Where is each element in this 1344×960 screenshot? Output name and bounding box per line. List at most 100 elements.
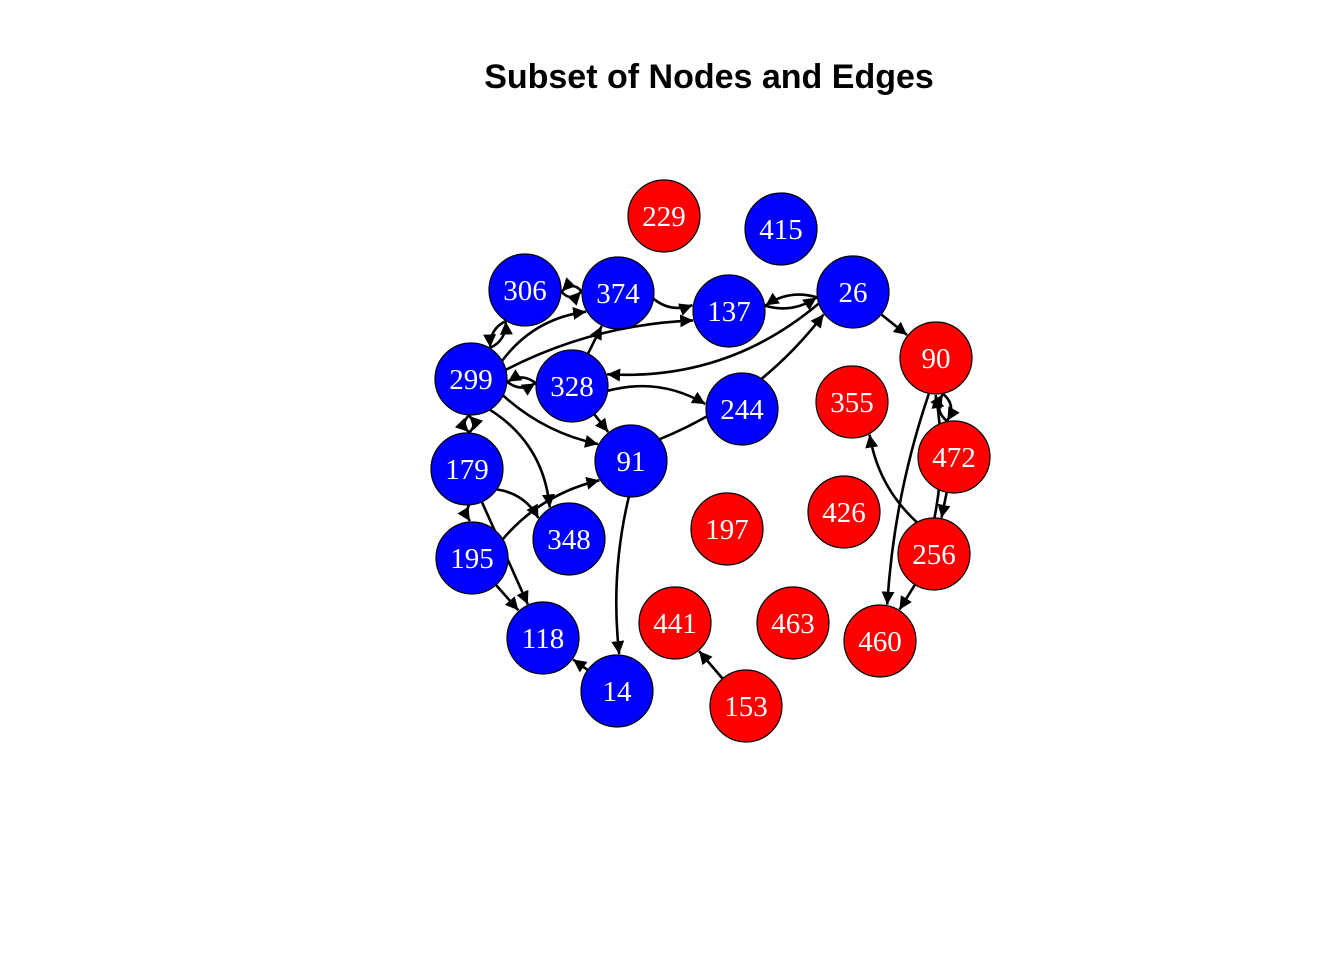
node-circle	[435, 521, 509, 595]
node-153: 153	[709, 669, 783, 743]
edge-90-to-460	[881, 392, 931, 605]
edge-374-to-137	[652, 297, 693, 316]
node-label: 153	[724, 691, 768, 723]
node-label: 374	[596, 278, 640, 310]
node-circle	[897, 517, 971, 591]
node-90: 90	[899, 321, 973, 395]
node-label: 472	[932, 442, 976, 474]
node-328: 328	[535, 349, 609, 423]
edge-299-to-348	[489, 408, 555, 508]
node-118: 118	[506, 601, 580, 675]
node-label: 137	[707, 296, 751, 328]
edge-299-to-328	[506, 380, 536, 396]
node-circle	[709, 669, 783, 743]
node-26: 26	[816, 255, 890, 329]
node-374: 374	[581, 256, 655, 330]
node-label: 14	[603, 676, 633, 708]
node-label: 328	[550, 371, 594, 403]
edge-14-to-118	[572, 658, 589, 673]
node-91: 91	[594, 424, 668, 498]
node-label: 355	[830, 387, 874, 419]
node-label: 229	[642, 201, 686, 233]
edge-195-to-118	[494, 584, 520, 612]
edge-328-to-91	[593, 413, 610, 433]
node-463: 463	[756, 586, 830, 660]
node-circle	[690, 492, 764, 566]
node-426: 426	[807, 475, 881, 549]
node-355: 355	[815, 365, 889, 439]
node-label: 441	[653, 608, 697, 640]
node-circle	[692, 274, 766, 348]
node-circle	[535, 349, 609, 423]
edge-306-to-299	[483, 319, 507, 348]
node-179: 179	[430, 432, 504, 506]
node-circle	[581, 256, 655, 330]
edge-328-to-299	[507, 369, 537, 385]
node-circle	[532, 502, 606, 576]
node-label: 91	[617, 446, 646, 478]
edge-256-to-355	[865, 434, 918, 524]
edge-179-to-195	[457, 504, 472, 522]
edge-91-to-14	[611, 496, 631, 655]
edge-374-to-306	[561, 277, 583, 293]
node-306: 306	[488, 253, 562, 327]
node-472: 472	[917, 420, 991, 494]
node-197: 197	[690, 492, 764, 566]
edge-472-to-256	[937, 492, 951, 519]
node-441: 441	[638, 586, 712, 660]
node-label: 348	[547, 524, 591, 556]
node-circle	[580, 654, 654, 728]
node-circle	[744, 192, 818, 266]
edges-layer	[454, 277, 960, 680]
node-348: 348	[532, 502, 606, 576]
edge-26-to-90	[880, 313, 908, 337]
node-label: 306	[503, 275, 547, 307]
node-circle	[434, 342, 508, 416]
edge-328-to-244	[607, 384, 706, 406]
node-299: 299	[434, 342, 508, 416]
edge-26-to-328	[607, 302, 820, 382]
node-circle	[816, 255, 890, 329]
node-circle	[807, 475, 881, 549]
edge-299-to-91	[502, 394, 599, 448]
node-415: 415	[744, 192, 818, 266]
node-460: 460	[843, 604, 917, 678]
node-label: 118	[522, 623, 564, 655]
edge-137-to-26	[764, 296, 818, 311]
node-circle	[638, 586, 712, 660]
node-label: 179	[445, 454, 489, 486]
node-circle	[488, 253, 562, 327]
node-label: 415	[759, 214, 803, 246]
node-label: 463	[771, 608, 815, 640]
plot-title: Subset of Nodes and Edges	[484, 58, 934, 96]
node-label: 299	[449, 364, 493, 396]
nodes-layer: 229 415 306 374 137 26 90 299 328 244 355 472 179 91 1…	[430, 179, 991, 743]
node-256: 256	[897, 517, 971, 591]
node-circle	[899, 321, 973, 395]
node-label: 256	[912, 539, 956, 571]
node-label: 197	[705, 514, 749, 546]
node-195: 195	[435, 521, 509, 595]
edge-299-to-179	[454, 414, 471, 433]
node-229: 229	[627, 179, 701, 253]
edge-328-to-374	[586, 325, 603, 355]
node-137: 137	[692, 274, 766, 348]
edge-153-to-441	[698, 650, 724, 680]
edge-306-to-374	[560, 290, 582, 306]
edge-195-to-91	[501, 476, 600, 541]
node-circle	[843, 604, 917, 678]
edge-299-to-374	[501, 306, 587, 362]
node-label: 460	[858, 626, 902, 658]
node-14: 14	[580, 654, 654, 728]
edge-90-to-472	[941, 392, 960, 422]
edge-179-to-348	[496, 488, 540, 519]
node-244: 244	[705, 372, 779, 446]
node-circle	[815, 365, 889, 439]
node-label: 426	[822, 497, 866, 529]
node-circle	[705, 372, 779, 446]
node-label: 195	[450, 543, 494, 575]
node-label: 90	[922, 343, 951, 375]
node-circle	[506, 601, 580, 675]
node-label: 244	[720, 394, 764, 426]
